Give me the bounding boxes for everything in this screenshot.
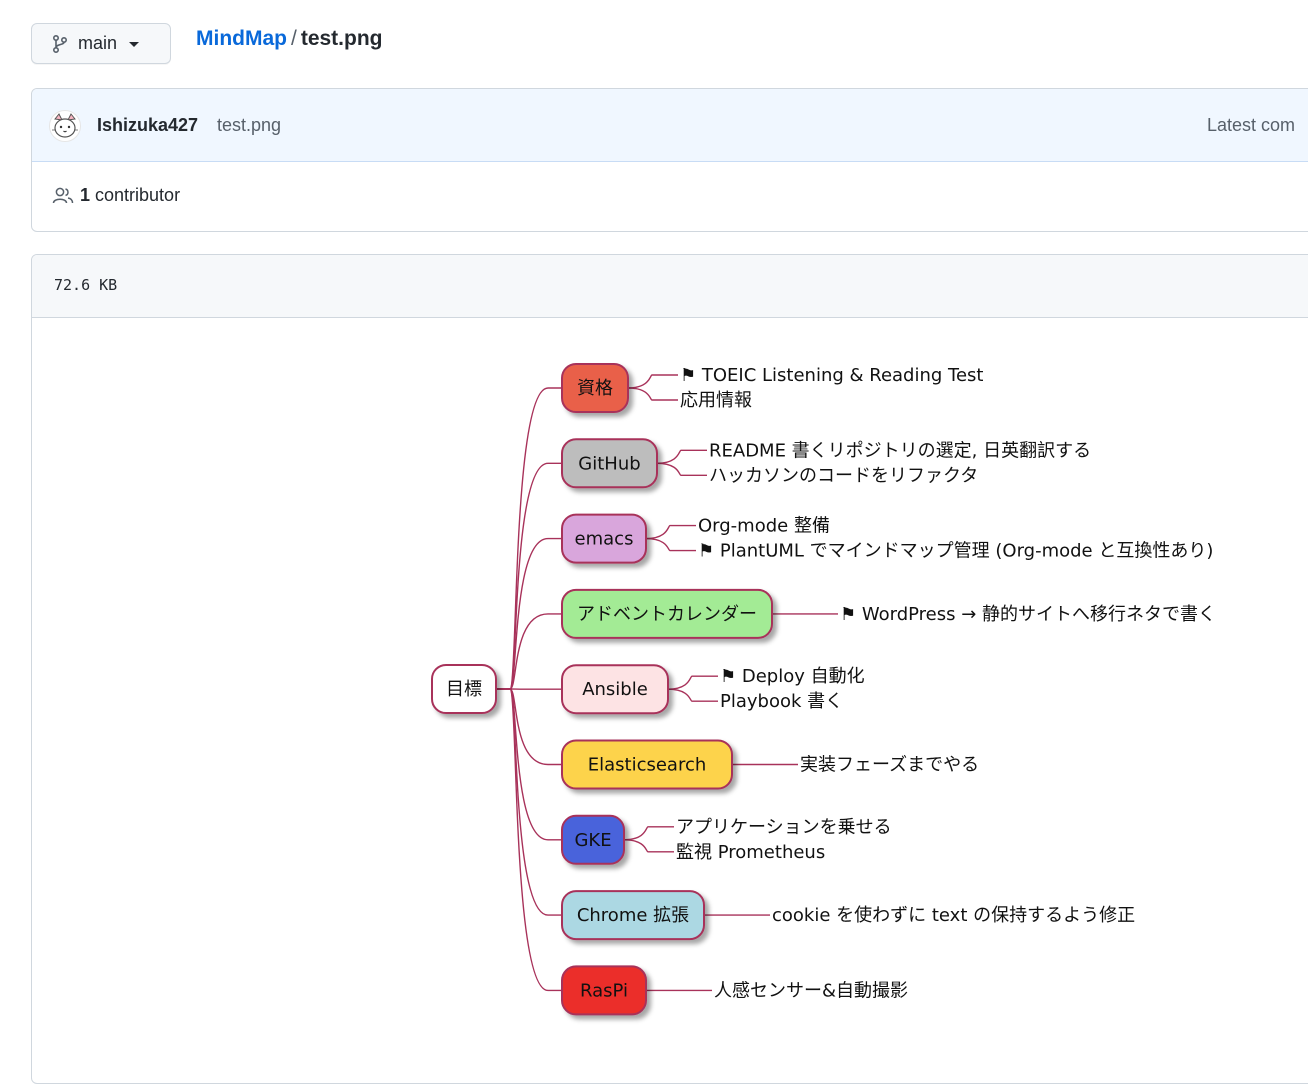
branch-label: main [78, 33, 117, 54]
mindmap-branch-label: 資格 [577, 378, 613, 399]
mindmap-leaf-label: Org-mode 整備 [698, 516, 830, 537]
mindmap-branch-label: Elasticsearch [588, 755, 707, 776]
commit-info-box: Ishizuka427 test.png Latest com 1 contri… [31, 88, 1308, 232]
file-view: 72.6 KB 目標 資格 GitHub emacs アドベントカレンダー Ansible… [31, 254, 1308, 1084]
mindmap-branch-label: Chrome 拡張 [577, 905, 689, 926]
breadcrumb: MindMap/test.png [196, 26, 383, 52]
mindmap-branch-node: GKE [562, 816, 624, 864]
mindmap-branch-node: emacs [562, 515, 646, 563]
mindmap-edge [496, 463, 562, 689]
contributor-count: 1 [80, 185, 90, 206]
mindmap-leaf-label: ⚑ WordPress → 静的サイトへ移行ネタで書く [840, 604, 1216, 625]
mindmap-leaf-label: 監視 Prometheus [676, 842, 825, 863]
latest-commit-bar: Ishizuka427 test.png Latest com [32, 89, 1308, 162]
mindmap-branch-label: アドベントカレンダー [577, 604, 757, 625]
mindmap-leaf-label: ⚑ PlantUML でマインドマップ管理 (Org-mode と互換性あり) [698, 541, 1213, 562]
mindmap-leaf-edge [646, 539, 696, 551]
mindmap-edge [496, 614, 562, 689]
mindmap-branch-label: emacs [575, 529, 634, 550]
mindmap-root-node: 目標 [432, 665, 496, 713]
mindmap-leaf-edge [646, 526, 696, 539]
mindmap-branch-node: 資格 [562, 364, 628, 412]
git-branch-icon [52, 35, 68, 53]
avatar[interactable] [49, 110, 81, 142]
mindmap-edge [496, 689, 562, 765]
breadcrumb-repo-link[interactable]: MindMap [196, 27, 287, 50]
chevron-down-icon [129, 42, 139, 47]
mindmap-branch-label: GitHub [578, 453, 640, 474]
mindmap-branch-label: GKE [574, 830, 611, 851]
mindmap-branch-node: GitHub [562, 439, 657, 487]
mindmap-root-label: 目標 [446, 679, 482, 700]
breadcrumb-file: test.png [301, 27, 383, 50]
mindmap-leaf-edge [668, 689, 718, 701]
mindmap-branch-label: RasPi [580, 980, 628, 1001]
mindmap-branch-node: RasPi [562, 966, 646, 1014]
mindmap-branch-node: Elasticsearch [562, 741, 732, 789]
people-icon [52, 187, 74, 205]
contributor-label: contributor [95, 185, 180, 206]
mindmap-leaf-edge [657, 463, 707, 475]
file-header: 72.6 KB [32, 255, 1308, 318]
latest-commit-label: Latest com [1207, 115, 1295, 136]
commit-author-link[interactable]: Ishizuka427 [97, 115, 198, 136]
mindmap-leaf-label: README 書くリポジトリの選定, 日英翻訳する [709, 440, 1091, 461]
mindmap-leaf-edge [624, 840, 674, 852]
mindmap-leaf-edge [628, 388, 678, 400]
mindmap-leaf-label: アプリケーションを乗せる [676, 817, 892, 838]
breadcrumb-separator: / [291, 27, 297, 50]
mindmap-leaf-label: 実装フェーズまでやる [800, 755, 979, 776]
file-size: 72.6 KB [54, 276, 117, 294]
avatar-cat-icon [50, 111, 80, 141]
commit-message-link[interactable]: test.png [217, 115, 281, 136]
contributors-link[interactable]: 1 contributor [52, 185, 180, 206]
mindmap-leaf-label: ハッカソンのコードをリファクタ [709, 465, 978, 486]
mindmap-branch-node: Ansible [562, 665, 668, 713]
mindmap-leaf-edge [628, 375, 678, 388]
mindmap-branch-node: アドベントカレンダー [562, 590, 772, 638]
mindmap-leaf-edge [657, 450, 707, 463]
mindmap-leaf-label: Playbook 書く [720, 691, 843, 712]
branch-select-button[interactable]: main [31, 23, 171, 64]
mindmap-branch-node: Chrome 拡張 [562, 891, 704, 939]
mindmap-leaf-label: ⚑ TOEIC Listening & Reading Test [680, 365, 984, 386]
mindmap-edge [496, 689, 562, 915]
mindmap-leaf-edge [668, 676, 718, 689]
mindmap-leaf-label: ⚑ Deploy 自動化 [720, 666, 865, 687]
mindmap-leaf-label: 応用情報 [680, 390, 752, 411]
mindmap-branch-label: Ansible [582, 679, 648, 700]
mindmap-leaf-label: 人感センサー&自動撮影 [714, 980, 908, 1001]
mindmap-leaf-edge [624, 827, 674, 840]
mindmap-image: 目標 資格 GitHub emacs アドベントカレンダー AnsibleElastics… [32, 317, 1308, 1084]
mindmap-leaf-label: cookie を使わずに text の保持するよう修正 [772, 905, 1135, 926]
